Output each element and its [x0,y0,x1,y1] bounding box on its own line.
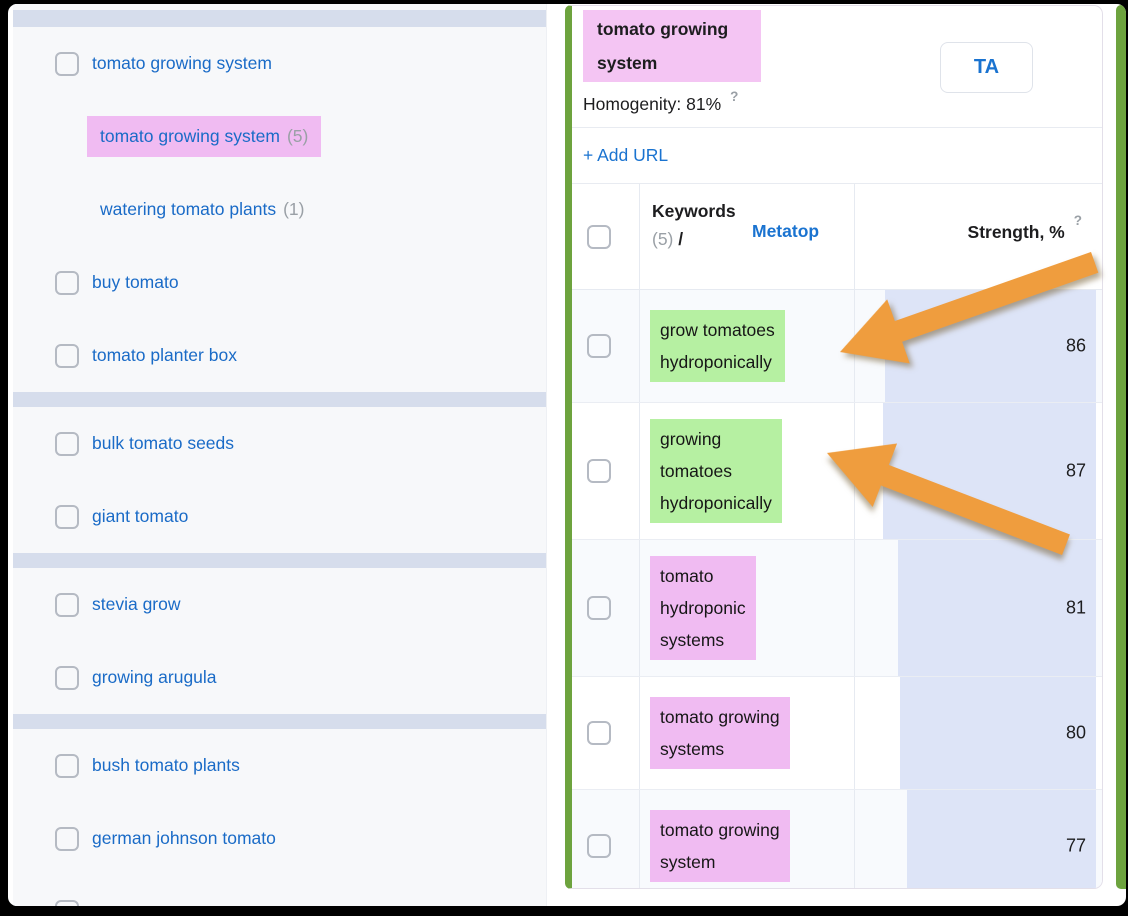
sidebar-keyword-item: bulk tomato seeds [13,407,546,480]
keyword-checkbox[interactable] [55,431,79,456]
sidebar-top-divider [13,10,546,27]
select-all-checkbox[interactable] [587,224,611,249]
group-title-highlight: tomato growing system [583,10,761,82]
keywords-count: (5) [652,229,674,249]
group-detail-card: tomato growing system Homogenity: 81%? T… [565,5,1103,889]
sidebar-group-item: watering tomato plants (1) [13,173,546,246]
sidebar-keyword-item: growing arugula [13,641,546,714]
keyword-label[interactable]: growing arugula [92,667,217,687]
sidebar-group-divider [13,553,546,568]
strength-bar [885,290,1096,402]
sidebar-group-divider [13,392,546,407]
row-checkbox[interactable] [587,596,611,620]
sidebar-keyword-item: bush tomato plants [13,729,546,802]
homogenity-label: Homogenity: 81%? [583,89,739,114]
group-item: watering tomato plants (1) [87,189,317,230]
strength-column-header: Strength, %? [967,213,1082,242]
group-item-highlight: tomato growing system (5) [87,116,322,157]
keyword-label[interactable]: tomato planter box [92,345,237,365]
strength-bar [900,677,1096,789]
strength-bar [883,403,1096,539]
keyword-checkbox[interactable] [55,826,79,851]
keyword-checkbox[interactable] [55,753,79,778]
row-checkbox[interactable] [587,721,611,745]
keyword-label[interactable]: bush tomato plants [92,755,240,775]
keyword-label[interactable]: tomato growing system [92,53,272,73]
strength-value: 80 [1065,722,1086,743]
sidebar-keyword-item: tomato planter box [13,319,546,392]
sidebar-keyword-item: buy tomato [13,246,546,319]
keyword-checkbox[interactable] [55,343,79,368]
keyword-label[interactable]: german johnson tomato [92,828,276,848]
keyword-checkbox[interactable] [55,504,79,529]
keyword-checkbox[interactable] [55,270,79,295]
keyword-label[interactable]: giant tomato [92,506,189,526]
strength-bar [898,540,1096,676]
strength-value: 81 [1065,597,1086,618]
keyword-checkbox[interactable] [55,665,79,690]
strength-value: 87 [1065,460,1086,481]
group-count: (1) [283,199,305,219]
sidebar-keyword-item: stevia grow [13,568,546,641]
keywords-header-label: Keywords [652,201,736,221]
keywords-separator: / [678,229,684,249]
strength-value: 77 [1065,835,1086,856]
add-url-row: + Add URL [572,128,1102,184]
strength-value: 86 [1065,335,1086,356]
table-header: Keywords (5) / Metatop Strength, %? [572,184,1102,290]
keyword-label[interactable]: buy tomato [92,272,179,292]
strength-help-icon[interactable]: ? [1073,213,1082,228]
group-label[interactable]: tomato growing system [100,126,280,146]
keyword-label[interactable]: stevia grow [92,594,181,614]
keyword-checkbox[interactable] [55,592,79,617]
group-count: (5) [286,126,309,146]
row-checkbox[interactable] [587,834,611,858]
ta-button[interactable]: TA [940,42,1033,93]
sidebar-keyword-item: giant tomato [13,480,546,553]
sidebar-keyword-item: german johnson tomato [13,802,546,875]
strength-bar [907,790,1096,888]
add-url-link[interactable]: + Add URL [583,145,669,165]
row-checkbox[interactable] [587,334,611,358]
row-checkbox[interactable] [587,459,611,483]
sidebar-group-divider [13,714,546,729]
keyword-checkbox[interactable] [55,899,79,906]
keyword-label[interactable]: bulk tomato seeds [92,433,235,453]
next-group-card-border [1116,5,1126,889]
keyword-checkbox[interactable] [55,51,79,76]
sidebar-keyword-item: tomato growing system [13,27,546,100]
sidebar-group-item: tomato growing system (5) [13,100,546,173]
homogenity-help-icon[interactable]: ? [730,89,739,104]
group-label[interactable]: watering tomato plants [100,199,277,219]
group-card-header: tomato growing system Homogenity: 81%? T… [572,6,1102,128]
metatop-link[interactable]: Metatop [752,221,820,241]
sidebar-keyword-item [13,875,546,906]
keywords-column-header: Keywords (5) / Metatop [640,184,855,289]
